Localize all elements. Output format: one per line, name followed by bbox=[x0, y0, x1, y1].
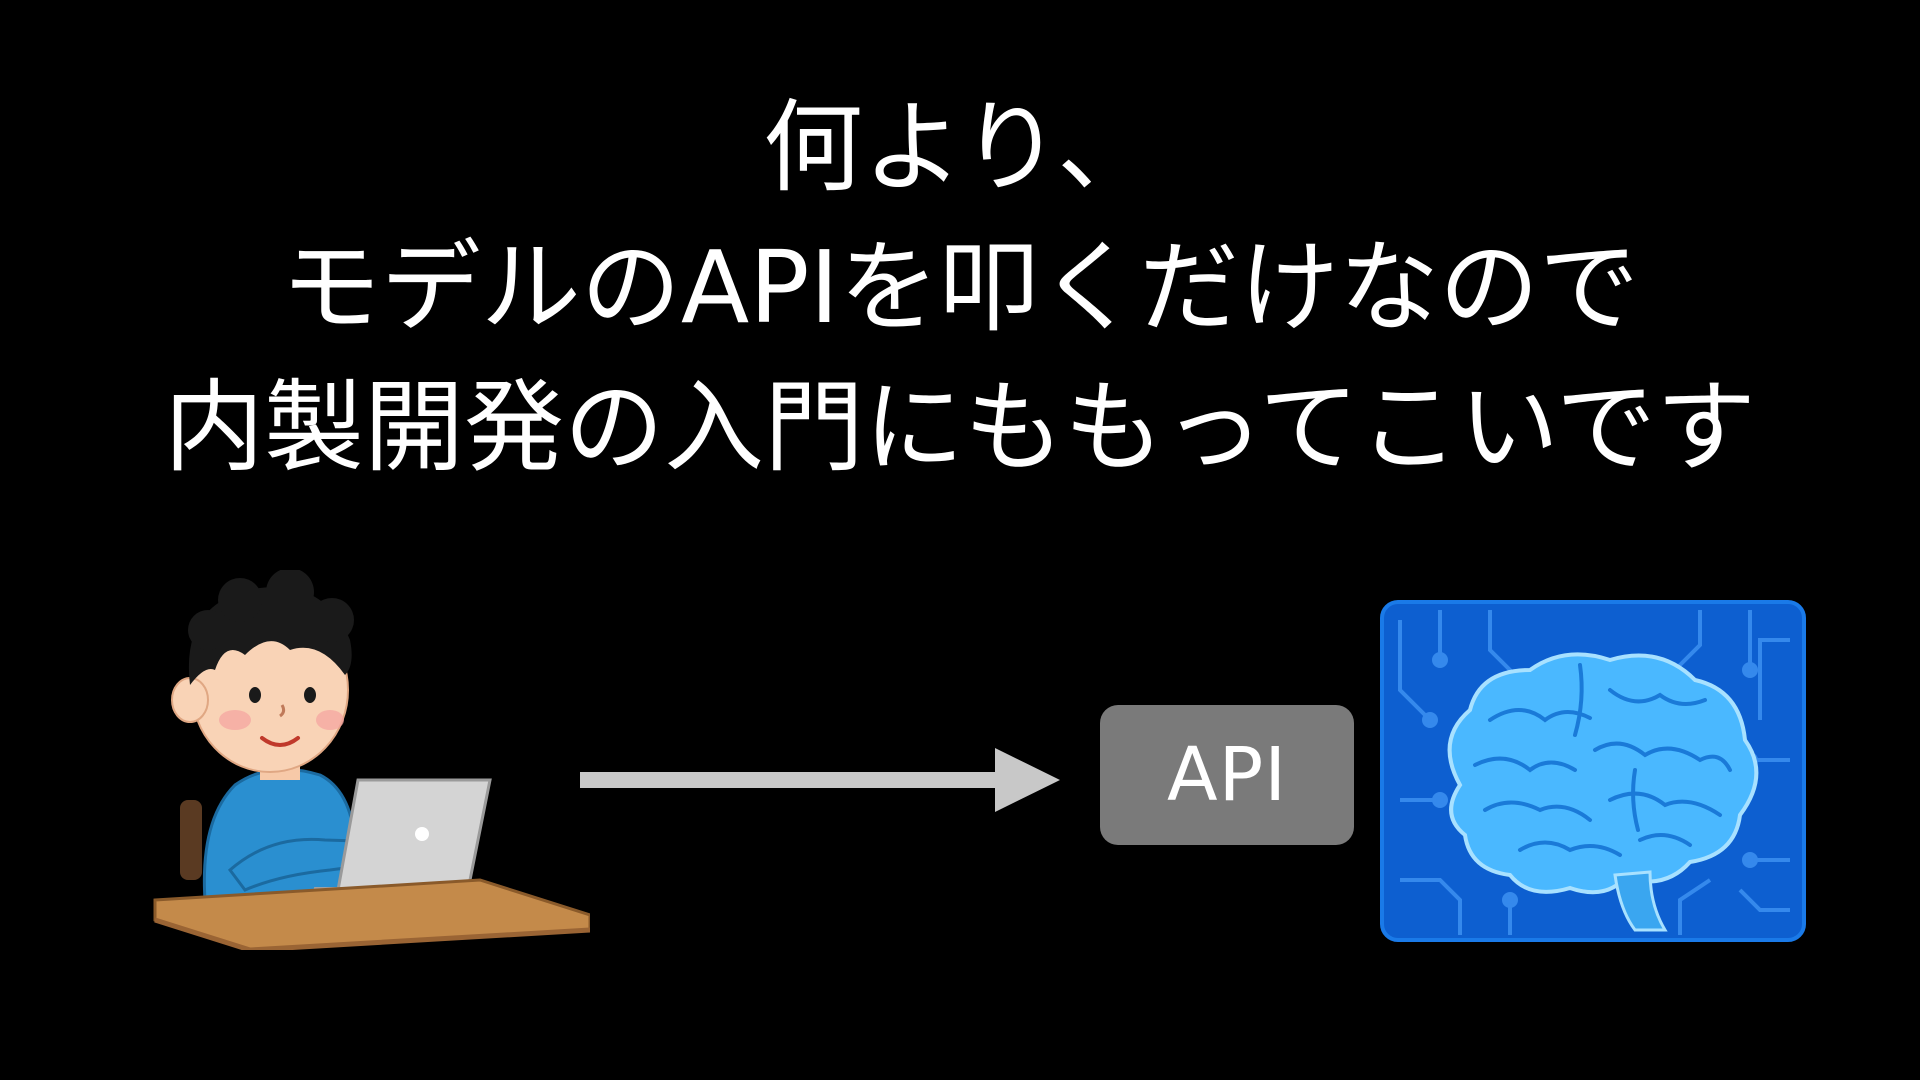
title-line-1: 何より、 bbox=[763, 89, 1157, 206]
api-label: API bbox=[1166, 732, 1288, 818]
person-with-laptop-icon bbox=[153, 570, 590, 950]
slide-title: 何より、 モデルのAPIを叩くだけなので 内製開発の入門にももってこいです bbox=[0, 78, 1920, 498]
ai-brain-circuit-icon bbox=[1380, 600, 1806, 942]
title-line-3: 内製開発の入門にももってこいです bbox=[164, 369, 1756, 486]
title-line-2: モデルのAPIを叩くだけなので bbox=[280, 229, 1640, 346]
api-box: API bbox=[1100, 705, 1354, 845]
right-arrow-icon bbox=[580, 748, 1060, 812]
